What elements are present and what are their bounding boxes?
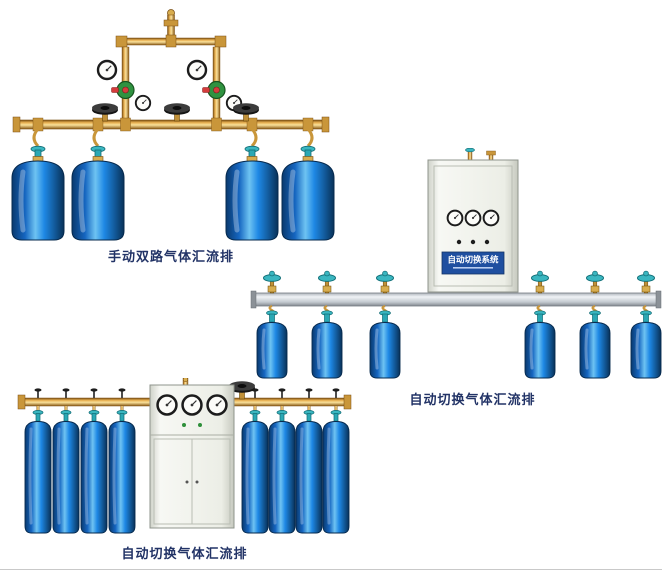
gas-cylinder [79, 408, 109, 535]
station-valve [263, 270, 281, 294]
gas-cylinder [23, 408, 53, 535]
gas-cylinder [255, 309, 289, 380]
gas-cylinder [72, 146, 124, 240]
pressure-gauge [96, 59, 118, 81]
station-valve [376, 270, 394, 294]
cabinet-gauge [156, 394, 178, 416]
pressure-gauge [134, 94, 152, 112]
gas-cylinder [321, 408, 351, 535]
cabinet-top-pipes [465, 148, 496, 162]
cabinet-label-subtext [453, 267, 493, 269]
caption-auto-switch-cabinet: 自动切换气体汇流排 [121, 546, 248, 561]
valve-handwheel [163, 102, 191, 122]
gas-cylinder [310, 309, 344, 380]
indicator-light [182, 423, 186, 427]
gas-cylinders-right [240, 408, 351, 535]
station-valve [637, 270, 655, 294]
station-mini-valves [34, 388, 340, 398]
station-valve [531, 270, 549, 294]
caption-auto-switch-rail: 自动切换气体汇流排 [409, 392, 536, 407]
gas-cylinder [267, 408, 297, 535]
indicator-dot [470, 239, 476, 245]
product-auto-switch-cabinet [17, 378, 352, 535]
cylinder-stems [36, 406, 338, 413]
main-header-pipe [12, 116, 330, 133]
gas-cylinder [629, 309, 662, 380]
door-handle [195, 480, 199, 484]
door-handle [185, 480, 189, 484]
gas-cylinder [523, 309, 557, 380]
station-valve [318, 270, 336, 294]
station-valve [586, 270, 604, 294]
product-auto-switch-rail: 自动切换系统 [250, 148, 662, 380]
gas-cylinder [368, 309, 402, 380]
cabinet-gauge [482, 209, 500, 227]
cabinet-gauge [464, 209, 482, 227]
indicator-dot [456, 239, 462, 245]
gas-cylinder [294, 408, 324, 535]
cabinet-gauge [446, 209, 464, 227]
control-cabinet [149, 378, 235, 529]
top-pipe-assembly [115, 9, 227, 123]
gas-cylinder [240, 408, 270, 535]
cabinet-gauge [206, 394, 228, 416]
indicator-dot [484, 239, 490, 245]
gas-cylinders-left [23, 408, 137, 535]
gas-cylinder [107, 408, 137, 535]
manifold-rail [250, 290, 662, 309]
cabinet-gauge [181, 394, 203, 416]
indicator-light [198, 423, 202, 427]
control-cabinet: 自动切换系统 [427, 159, 519, 293]
product-manual-dual-manifold [6, 9, 336, 246]
caption-manual-dual-manifold: 手动双路气体汇流排 [107, 249, 234, 264]
gas-cylinder [51, 408, 81, 535]
pressure-gauge [186, 59, 208, 81]
cabinet-label-text: 自动切换系统 [447, 255, 499, 265]
gas-cylinder [12, 146, 64, 240]
bottom-border-line [0, 569, 662, 570]
cylinder-pigtails [32, 128, 314, 148]
gas-cylinder [578, 309, 612, 380]
gas-cylinders [255, 309, 662, 380]
